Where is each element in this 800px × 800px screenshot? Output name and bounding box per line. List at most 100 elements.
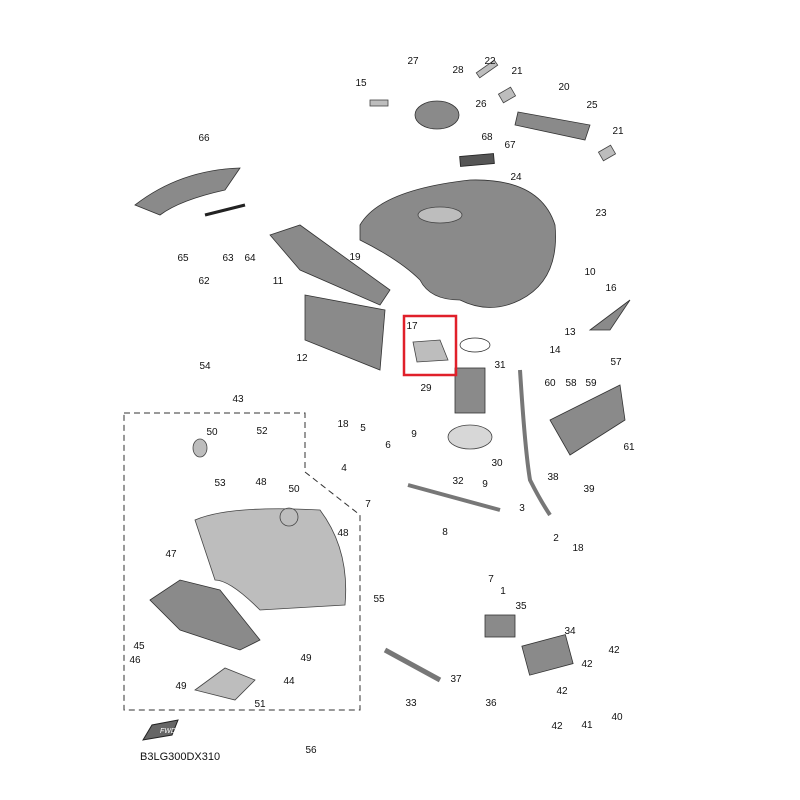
canister[interactable] bbox=[521, 634, 574, 676]
callout-label: 58 bbox=[565, 378, 577, 389]
callout-label: 53 bbox=[214, 478, 226, 489]
callout-label: 42 bbox=[551, 721, 563, 732]
callout-label: 40 bbox=[611, 712, 623, 723]
callout-label: 34 bbox=[564, 626, 576, 637]
callout-label: 22 bbox=[484, 56, 496, 67]
rod-33[interactable] bbox=[383, 647, 442, 683]
callout-label: 19 bbox=[349, 252, 361, 263]
callout-label: 65 bbox=[177, 253, 189, 264]
callout-label: 48 bbox=[255, 477, 267, 488]
emblem[interactable] bbox=[279, 507, 299, 527]
callout-label: 9 bbox=[482, 479, 488, 490]
callout-label: 36 bbox=[485, 698, 497, 709]
cover-12[interactable] bbox=[304, 294, 386, 371]
fuel-pump[interactable] bbox=[454, 367, 486, 414]
callout-label: 44 bbox=[283, 676, 295, 687]
callout-label: 50 bbox=[206, 427, 218, 438]
callout-label: 63 bbox=[222, 253, 234, 264]
side-cover[interactable] bbox=[134, 167, 241, 216]
fuel-tank[interactable] bbox=[359, 179, 556, 308]
fuel-cap-opening bbox=[417, 206, 463, 224]
callout-label: 42 bbox=[581, 659, 593, 670]
callout-label: 46 bbox=[129, 655, 141, 666]
collar[interactable] bbox=[497, 86, 517, 104]
callout-label: 57 bbox=[610, 357, 622, 368]
o-ring[interactable] bbox=[459, 337, 491, 353]
part-17[interactable] bbox=[412, 339, 449, 363]
callout-label: 7 bbox=[365, 499, 371, 510]
part-35[interactable] bbox=[484, 614, 516, 638]
callout-label: 2 bbox=[553, 533, 559, 544]
callout-label: 13 bbox=[564, 327, 576, 338]
gasket[interactable] bbox=[447, 424, 493, 450]
strip[interactable] bbox=[204, 203, 246, 217]
callout-label: 31 bbox=[494, 360, 506, 371]
callout-label: 49 bbox=[175, 681, 187, 692]
tank-cover[interactable] bbox=[194, 508, 347, 611]
callout-label: 52 bbox=[256, 426, 268, 437]
rod[interactable] bbox=[407, 483, 501, 512]
callout-label: 21 bbox=[612, 126, 624, 137]
filler-cap[interactable] bbox=[414, 100, 460, 130]
callout-label: 8 bbox=[442, 527, 448, 538]
callout-label: 64 bbox=[244, 253, 256, 264]
callout-label: 48 bbox=[337, 528, 349, 539]
group-43-box bbox=[123, 412, 361, 711]
diagram-code: B3LG300DX310 bbox=[140, 751, 220, 763]
lower-cover[interactable] bbox=[149, 579, 261, 651]
callout-label: 39 bbox=[583, 484, 595, 495]
callout-label: 54 bbox=[199, 361, 211, 372]
callout-label: 30 bbox=[491, 458, 503, 469]
svg-text:FWD: FWD bbox=[160, 728, 176, 735]
callout-label: 60 bbox=[544, 378, 556, 389]
callout-label: 17 bbox=[406, 321, 418, 332]
callout-label: 35 bbox=[515, 601, 527, 612]
callout-label: 32 bbox=[452, 476, 464, 487]
bracket[interactable] bbox=[514, 111, 591, 141]
callout-label: 49 bbox=[300, 653, 312, 664]
callout-label: 3 bbox=[519, 503, 525, 514]
callout-label: 1 bbox=[500, 586, 506, 597]
callout-label: 62 bbox=[198, 276, 210, 287]
pad-51[interactable] bbox=[194, 667, 256, 701]
callout-label: 45 bbox=[133, 641, 145, 652]
callout-label: 10 bbox=[584, 267, 596, 278]
callout-label: 25 bbox=[586, 100, 598, 111]
callout-label: 12 bbox=[296, 353, 308, 364]
side-panel-57[interactable] bbox=[549, 384, 626, 456]
callout-label: 7 bbox=[488, 574, 494, 585]
callout-label: 28 bbox=[452, 65, 464, 76]
highlight-box bbox=[402, 314, 458, 377]
hose[interactable] bbox=[518, 369, 552, 517]
emblem-50[interactable] bbox=[192, 438, 208, 458]
collar[interactable] bbox=[597, 144, 617, 162]
callout-label: 9 bbox=[411, 429, 417, 440]
callout-label: 6 bbox=[385, 440, 391, 451]
callout-label: 59 bbox=[585, 378, 597, 389]
callout-label: 21 bbox=[511, 66, 523, 77]
callout-label: 51 bbox=[254, 699, 266, 710]
pad[interactable] bbox=[369, 99, 389, 107]
callout-label: 67 bbox=[504, 140, 516, 151]
callout-label: 50 bbox=[288, 484, 300, 495]
callout-label: 24 bbox=[510, 172, 522, 183]
pad[interactable] bbox=[459, 153, 495, 167]
cover-11[interactable] bbox=[269, 224, 391, 306]
callout-label: 47 bbox=[165, 549, 177, 560]
part-16[interactable] bbox=[588, 299, 631, 331]
callout-label: 41 bbox=[581, 720, 593, 731]
callout-label: 11 bbox=[273, 276, 284, 287]
callout-label: 26 bbox=[475, 99, 487, 110]
callout-label: 18 bbox=[337, 419, 349, 430]
callout-label: 42 bbox=[556, 686, 568, 697]
callout-label: 68 bbox=[481, 132, 493, 143]
callout-label: 29 bbox=[420, 383, 432, 394]
callout-label: 55 bbox=[373, 594, 385, 605]
bolt[interactable] bbox=[475, 59, 499, 79]
callout-label: 42 bbox=[608, 645, 620, 656]
fwd-arrow-icon: FWD bbox=[142, 719, 179, 741]
callout-label: 37 bbox=[450, 674, 462, 685]
callout-label: 33 bbox=[405, 698, 417, 709]
